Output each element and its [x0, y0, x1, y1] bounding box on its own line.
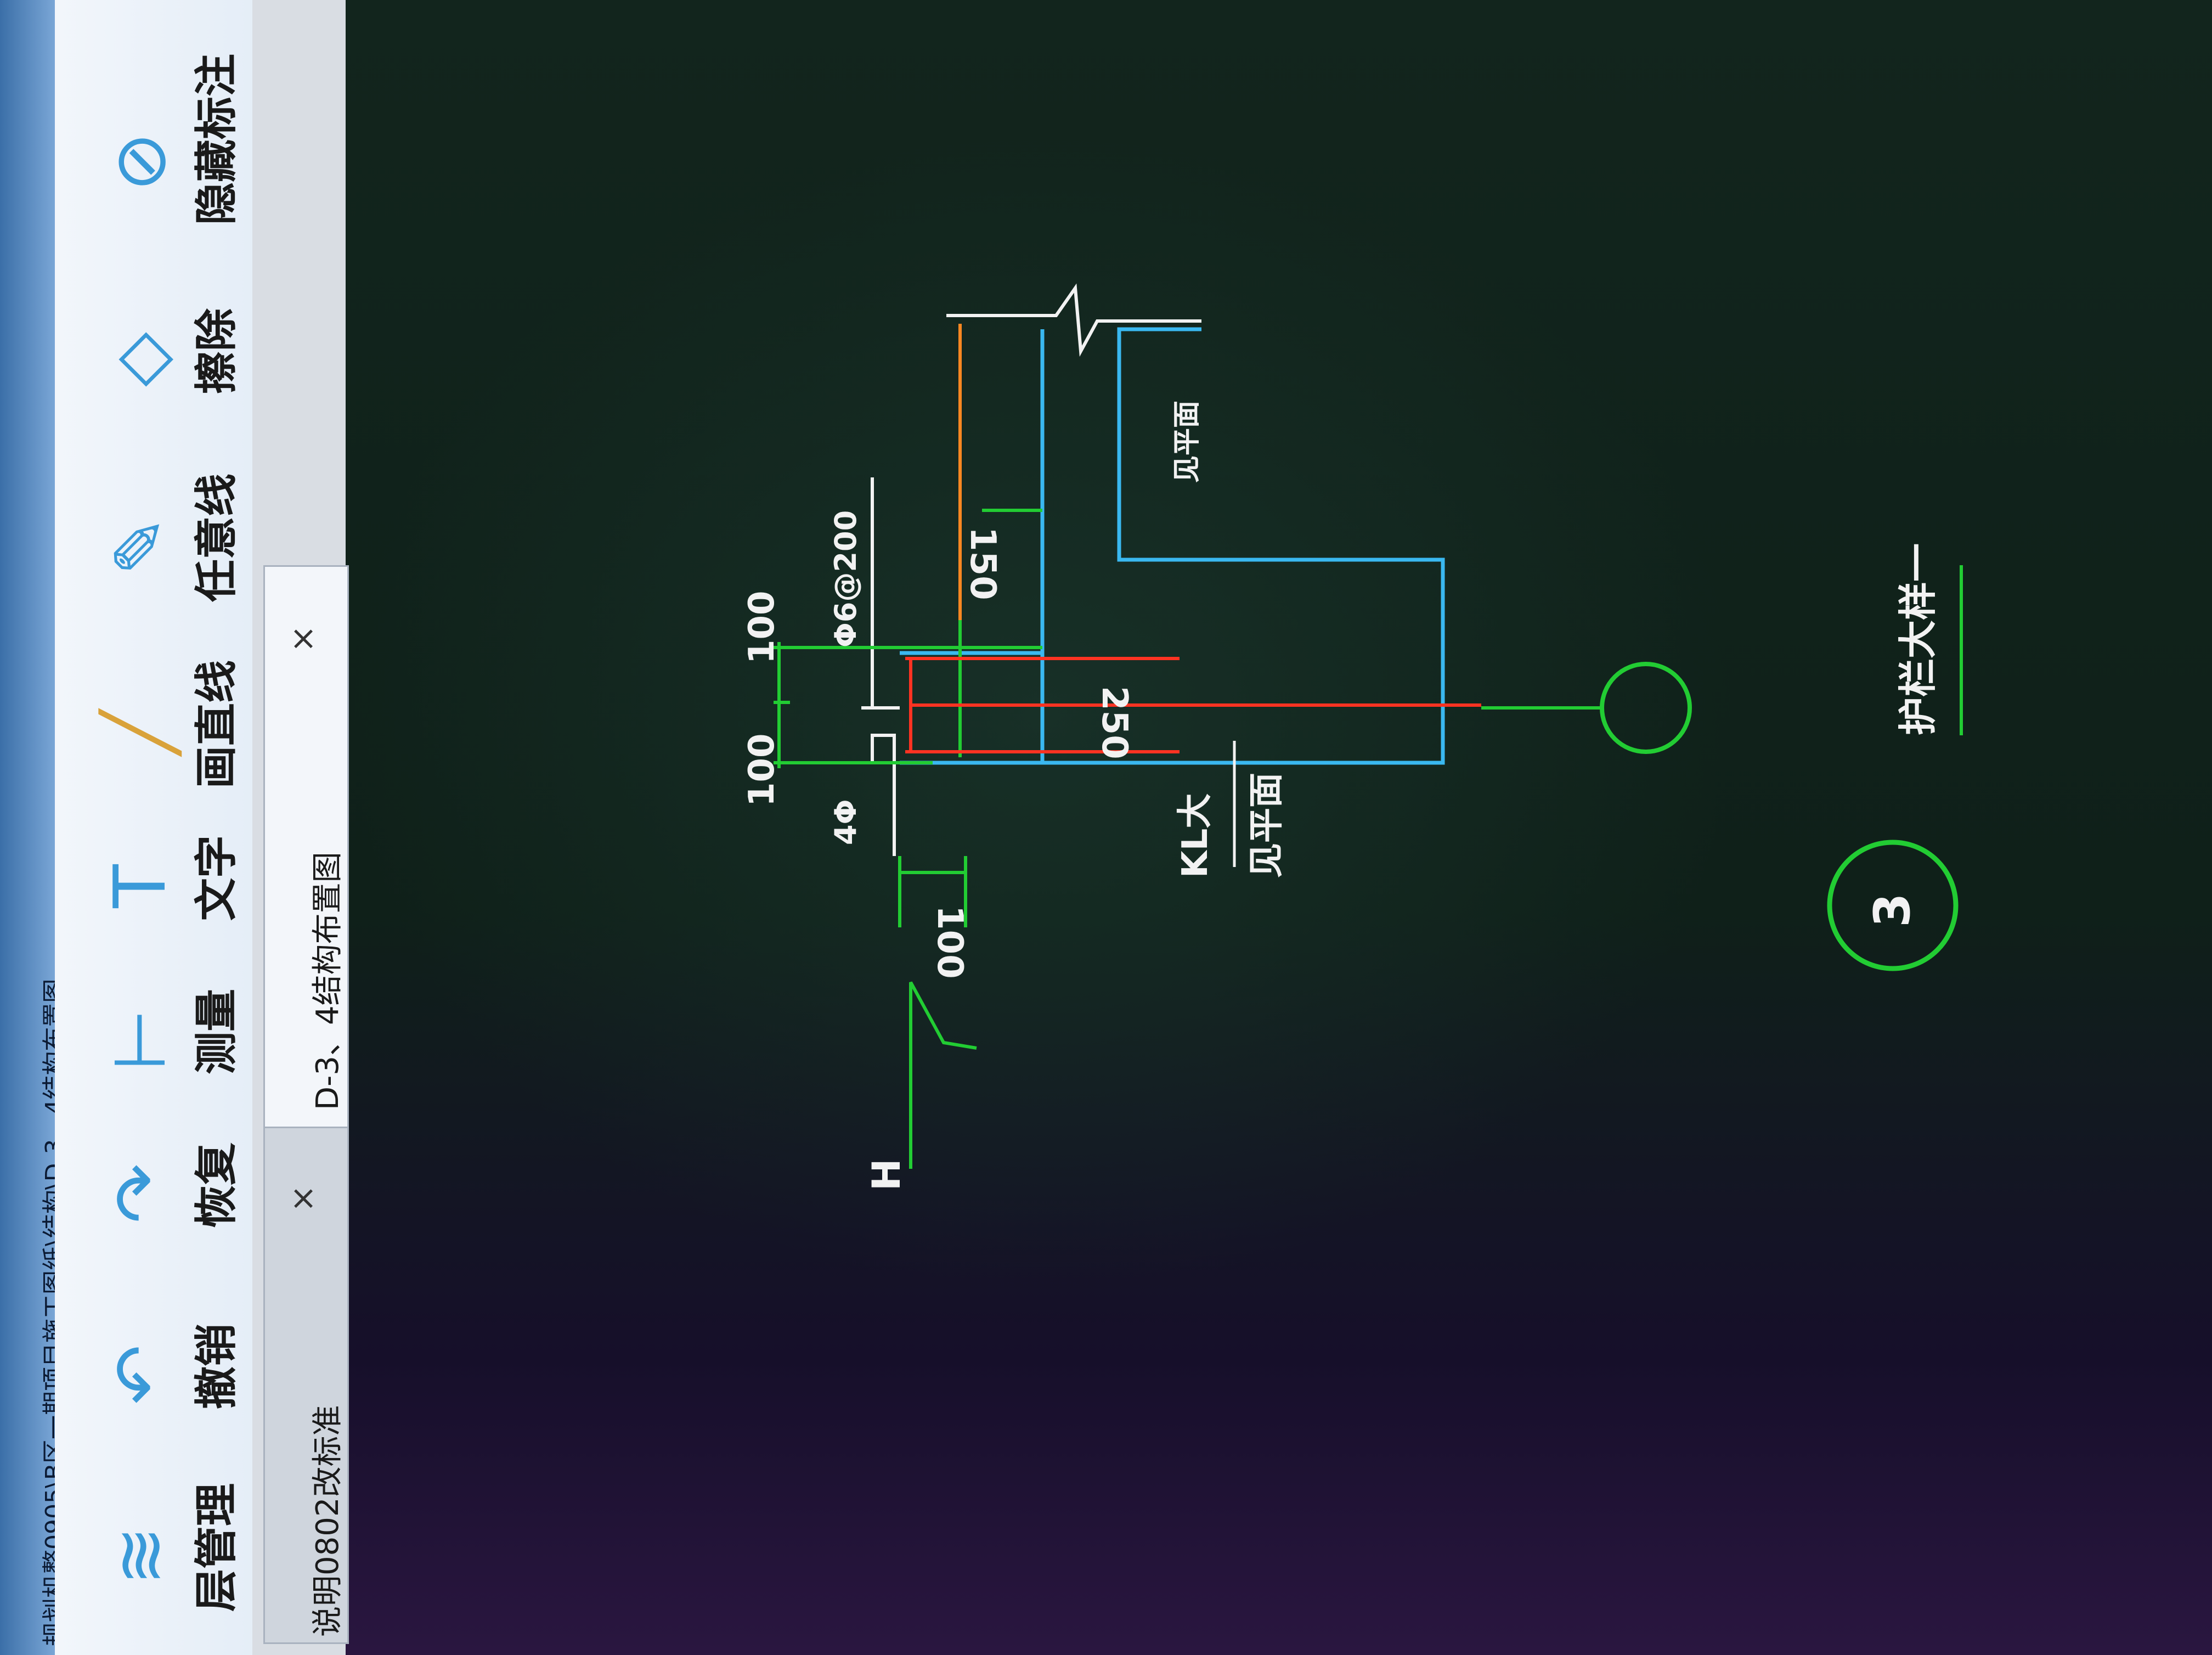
dim-beam-width: 250 — [1094, 686, 1135, 759]
close-icon[interactable]: × — [289, 619, 318, 657]
guardrail-post — [861, 283, 1201, 856]
close-icon[interactable]: × — [289, 1179, 318, 1217]
detail-number: 3 — [1864, 893, 1921, 927]
dimension-lines — [774, 324, 1963, 1169]
rebar-red — [905, 657, 1481, 753]
elevation-symbol: H — [864, 1158, 909, 1191]
tab-document-2[interactable]: D-3、4结构布置图 × — [263, 565, 349, 1128]
detail-number-circle — [1827, 840, 1959, 971]
detail-title: 护栏大样一 — [1895, 543, 1940, 735]
beam-label-top: KL大 — [1175, 793, 1216, 878]
axis-bubble — [1600, 662, 1692, 754]
slab-label: 见平面 — [1171, 401, 1203, 483]
rebar-note: Φ6@200 — [828, 510, 863, 648]
rebar-count-note: 4Φ — [828, 800, 863, 845]
tab-document-1[interactable]: 说明0802改标准 × — [263, 1125, 349, 1644]
dim-top-left: 100 — [742, 733, 782, 807]
beam-label-bottom: 见平面 — [1246, 773, 1287, 878]
toolbar — [55, 0, 266, 1655]
dim-width-left: 100 — [929, 905, 970, 979]
dim-slab-thickness: 150 — [962, 527, 1003, 600]
beam-outline — [900, 327, 1445, 765]
window-title-bar: 规划机整0905\B区一期项目施工图纸\结构\D-3、4结构布置图 — [0, 0, 55, 1655]
dim-top-right: 100 — [742, 590, 782, 664]
